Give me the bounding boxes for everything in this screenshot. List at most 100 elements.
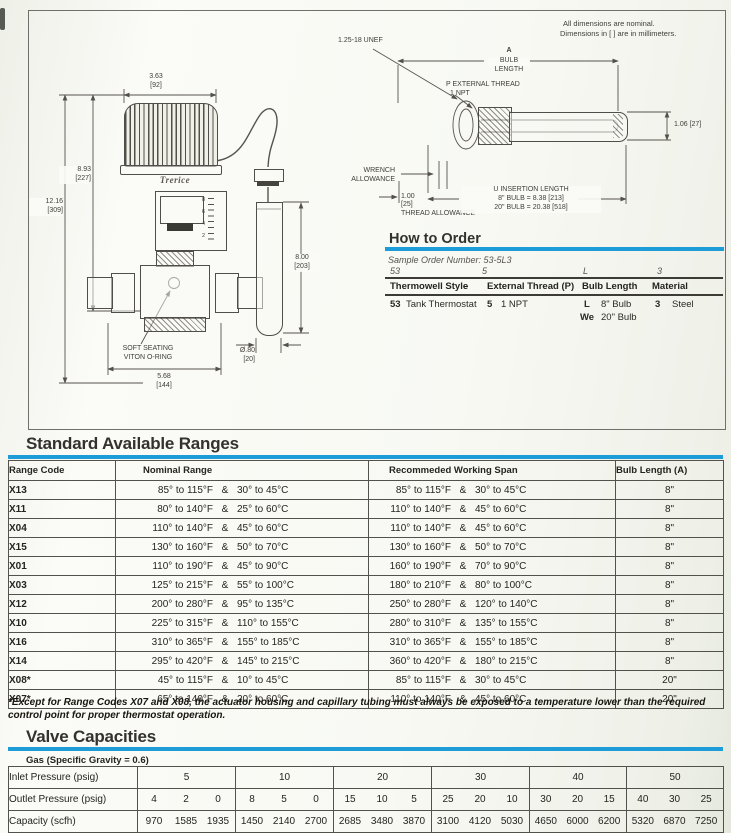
valve-union-left [111, 273, 135, 313]
material-label: Steel [672, 299, 694, 310]
dim-body-mm: [144] [156, 382, 172, 389]
range-row: X03 125° to 215°F&55° to 100°C 180° to 2… [8, 575, 724, 595]
range-row: X13 85° to 115°F&30° to 45°C 85° to 115°… [8, 480, 724, 500]
actuator-base [120, 165, 222, 175]
capillary-flange [257, 181, 279, 186]
bulb-length-letter: A [506, 47, 512, 54]
bulb-length: 20" [615, 689, 724, 709]
insertion-letter: U [493, 186, 499, 193]
thread-code: 5 [487, 299, 493, 310]
order-col-header: Thermowell Style [390, 281, 469, 292]
soft-seating-label: VITON O-RING [123, 354, 173, 361]
working-span: 85° to 115°F&30° to 45°C [368, 480, 616, 500]
working-span: 250° to 280°F&120° to 140°C [368, 594, 616, 614]
scan-artifact [0, 8, 5, 30]
thread-allowance-mm: [25] [401, 201, 413, 208]
order-dash: – [463, 281, 469, 292]
nominal-range: 110° to 190°F&45° to 90°C [115, 556, 369, 576]
order-code: L [583, 266, 589, 276]
order-col-header: Material [652, 281, 688, 292]
dim-actuator-in: 8.93 [59, 166, 91, 175]
nominal-range: 85° to 115°F&30° to 45°C [115, 480, 369, 500]
range-code: X13 [8, 480, 116, 500]
external-thread-label: P EXTERNAL THREAD [446, 81, 520, 88]
thread-allowance-in: 1.00 [401, 193, 415, 200]
working-span: 130° to 160°F&50° to 70°C [368, 537, 616, 557]
line-art [59, 48, 671, 384]
bulb-label: 20" Bulb [601, 312, 637, 323]
range-row: X12 200° to 280°F&95° to 135°C 250° to 2… [8, 594, 724, 614]
col-header-bulb-length: Bulb Length (A) [615, 460, 724, 481]
working-span: 85° to 115°F&30° to 45°C [368, 670, 616, 690]
adjustment-band [167, 223, 193, 231]
working-span: 310° to 365°F&155° to 185°C [368, 632, 616, 652]
range-row: X04 110° to 140°F&45° to 60°C 110° to 14… [8, 518, 724, 538]
valve-capacities-table: Inlet Pressure (psig) 5 10 20 30 40 50 O… [8, 766, 724, 833]
order-col-header: Bulb Length [582, 281, 638, 292]
dim-dia-in: Ø.80 [239, 347, 255, 354]
col-header-range-code: Range Code [9, 465, 65, 476]
range-code: X11 [8, 499, 116, 519]
working-span: 110° to 140°F&45° to 60°C [368, 689, 616, 709]
range-row: X11 80° to 140°F&25° to 60°C 110° to 140… [8, 499, 724, 519]
npt-label: 1 NPT [450, 90, 470, 97]
bulb-length-label: LENGTH [494, 66, 524, 73]
unef-label: 1.25-18 UNEF [338, 37, 383, 44]
col-header-working-span: Recommeded Working Span [368, 460, 616, 481]
nominal-range: 45° to 115°F&10° to 45°C [115, 670, 369, 690]
scale-ticks [208, 198, 214, 244]
ranges-footnote: *Except for Range Codes X07 and X08, the… [8, 697, 706, 721]
valve-port-left [87, 277, 113, 309]
valve-body [140, 265, 210, 319]
working-span: 280° to 310°F&135° to 155°C [368, 613, 616, 633]
material-code: 3 [655, 299, 661, 310]
nominal-range: 65° to 140°F&20° to 60°C [115, 689, 369, 709]
range-row: X07* 65° to 140°F&20° to 60°C 110° to 14… [8, 689, 724, 709]
col-header-nominal-range: Nominal Range [115, 460, 369, 481]
dim-bulb-mm: [203] [284, 263, 320, 272]
row-label: Outlet Pressure (psig) [8, 788, 138, 811]
working-span: 110° to 140°F&45° to 60°C [368, 518, 616, 538]
bulb-length: 8" [615, 499, 724, 519]
dimensional-drawing-panel: Trerice 8 6 4 2 3.63 [92] 8.93 [227] 12.… [28, 10, 726, 430]
soft-seating-label: SOFT SEATING [122, 345, 174, 352]
nominal-range: 200° to 280°F&95° to 135°C [115, 594, 369, 614]
range-row: X15 130° to 160°F&50° to 70°C 130° to 16… [8, 537, 724, 557]
nominal-range: 225° to 315°F&110° to 155°C [115, 613, 369, 633]
standard-ranges-table: Range Code Nominal Range Recommeded Work… [8, 460, 724, 709]
row-label: Inlet Pressure (psig) [8, 766, 138, 789]
range-row: X08* 45° to 115°F&10° to 45°C 85° to 115… [8, 670, 724, 690]
bulb-length: 8" [615, 613, 724, 633]
sample-order-number: Sample Order Number: 53-5L3 [388, 255, 512, 265]
ranges-header-row: Range Code Nominal Range Recommeded Work… [9, 460, 724, 481]
style-label: Tank Thermostat [406, 299, 477, 310]
bulb-length: 8" [615, 518, 724, 538]
thread-label: 1 NPT [501, 299, 528, 310]
inlet-value: 20 [333, 766, 432, 789]
how-to-order-title: How to Order [389, 231, 481, 247]
actuator-knob [124, 103, 218, 167]
working-span: 360° to 420°F&180° to 215°C [368, 651, 616, 671]
dim-body-in: 5.68 [157, 373, 171, 380]
bulb-code: We [580, 312, 595, 323]
inlet-value: 50 [626, 766, 724, 789]
range-row: X10 225° to 315°F&110° to 155°C 280° to … [8, 613, 724, 633]
insertion-20in: 20" BULB = 20.38 [518] [461, 204, 601, 213]
range-row: X01 110° to 190°F&45° to 90°C 160° to 19… [8, 556, 724, 576]
bulb-length: 8" [615, 480, 724, 500]
bulb-length: 8" [615, 594, 724, 614]
range-row: X14 295° to 420°F&145° to 215°C 360° to … [8, 651, 724, 671]
nominal-range: 110° to 140°F&45° to 60°C [115, 518, 369, 538]
row-label: Capacity (scfh) [8, 810, 138, 833]
working-span: 110° to 140°F&45° to 60°C [368, 499, 616, 519]
dim-actuator-mm: [227] [59, 175, 91, 184]
dim-dia-mm: [20] [243, 356, 255, 363]
dim-total-mm: [309] [29, 207, 63, 216]
